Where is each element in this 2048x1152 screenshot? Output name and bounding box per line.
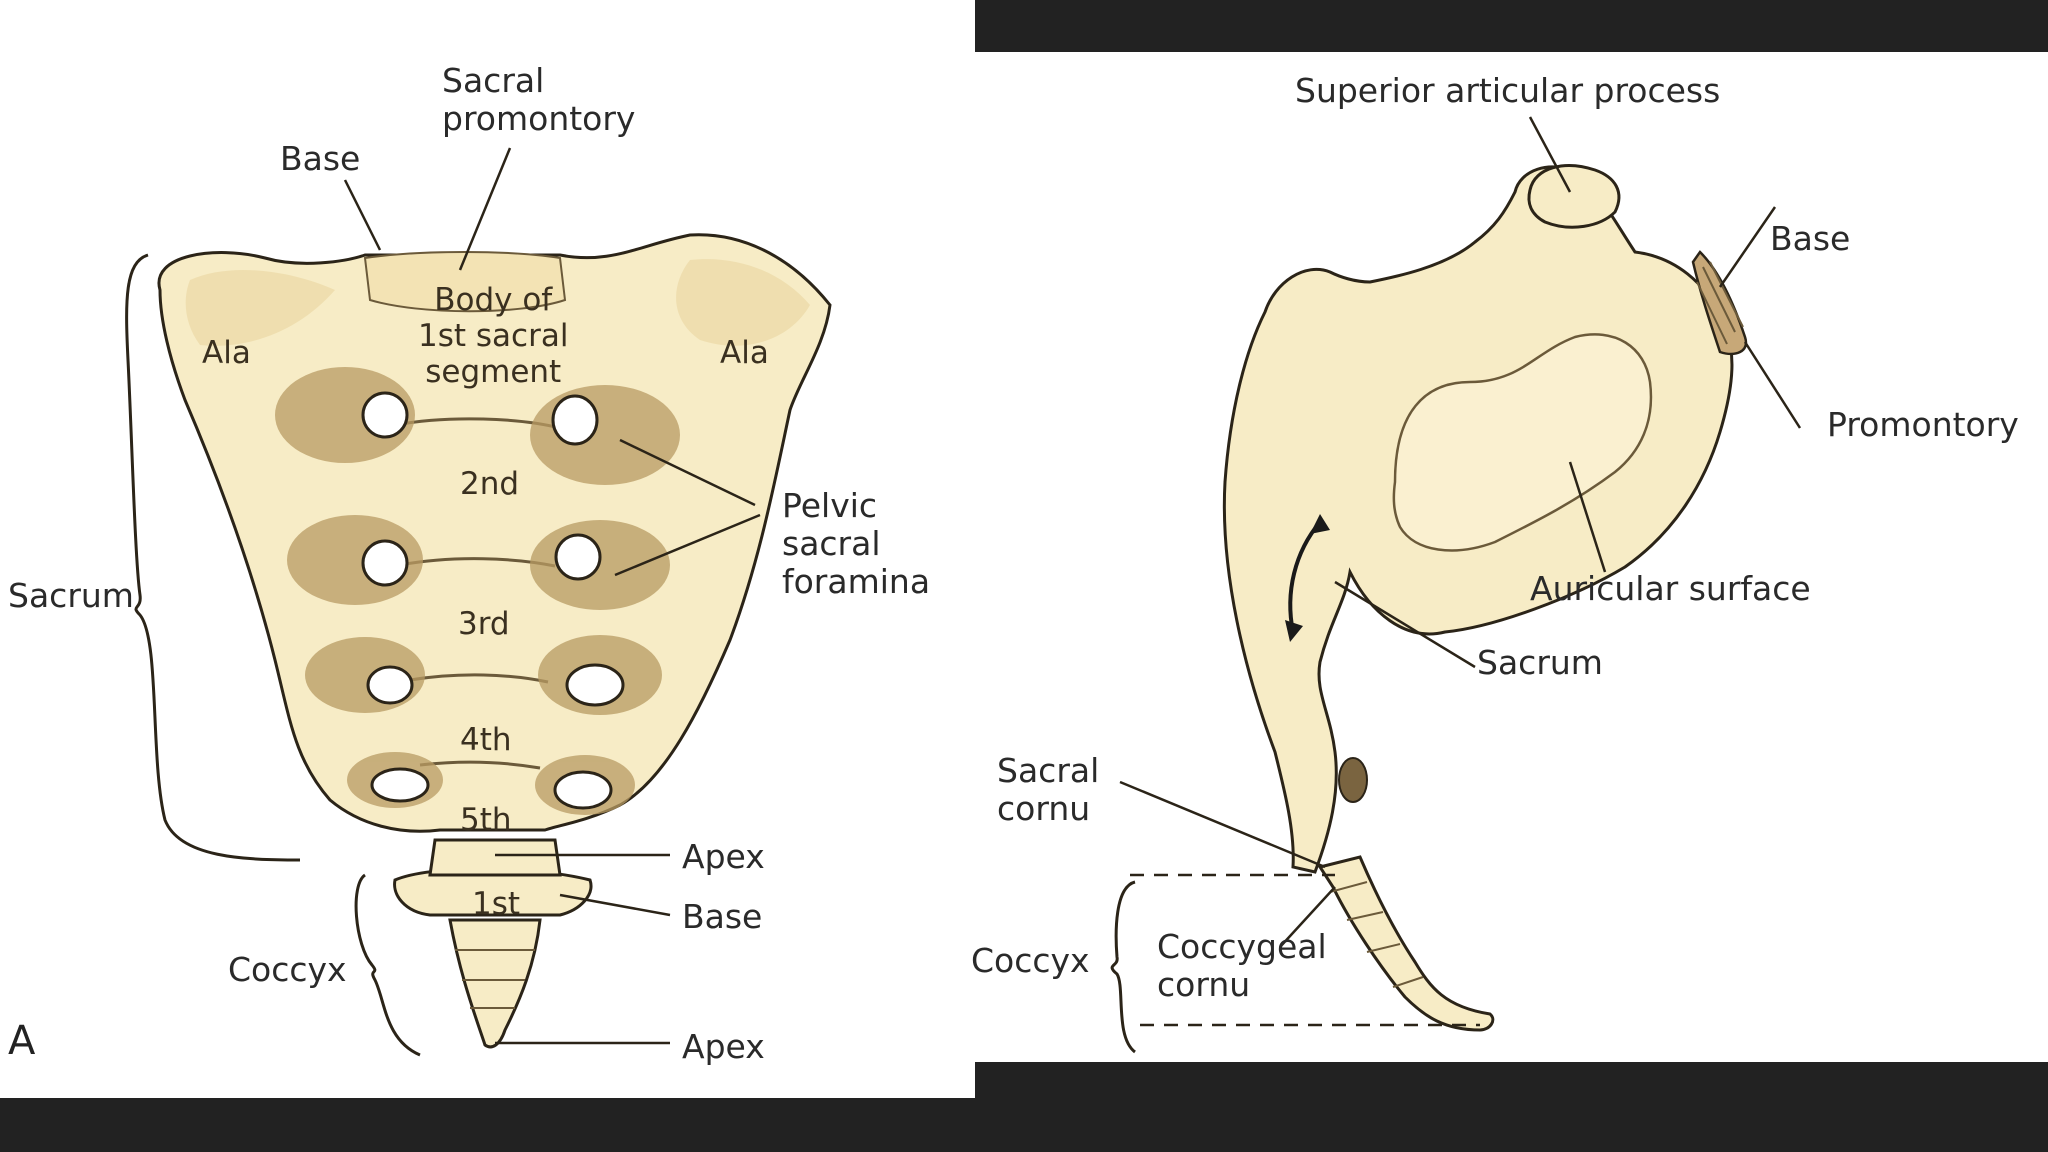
leader-foramina-2 xyxy=(614,513,761,577)
lateral-foramen xyxy=(1338,757,1368,803)
label-sacrum-right: Sacrum xyxy=(1477,643,1603,682)
leader-coccygeal-cornu xyxy=(1279,886,1336,948)
label-2nd: 2nd xyxy=(460,466,520,502)
sacrum-anterior-illustration xyxy=(125,147,832,1057)
label-apex-sacrum: Apex xyxy=(682,837,765,876)
auricular-surface xyxy=(1392,333,1653,552)
label-base-right: Base xyxy=(1770,219,1851,258)
segment-line-3 xyxy=(409,673,549,684)
label-auricular-surface: Auricular surface xyxy=(1530,569,1811,608)
lateral-view-panel: Superior articular process Base Promonto… xyxy=(971,52,2048,1062)
label-pelvic-sacral-foramina: Pelvic sacral foramina xyxy=(782,486,931,601)
leader-base-right xyxy=(1718,206,1777,288)
label-base-coccyx: Base xyxy=(682,897,763,936)
label-superior-articular-process: Superior articular process xyxy=(1295,71,1721,110)
label-coccyx-1st: 1st xyxy=(472,886,521,922)
label-coccygeal-cornu: Coccygeal cornu xyxy=(1157,927,1327,1004)
foramina-openings xyxy=(361,391,625,810)
label-sacral-promontory: Sacral promontory xyxy=(442,61,636,138)
label-base-top: Base xyxy=(280,139,361,178)
label-apex-coccyx: Apex xyxy=(682,1027,765,1066)
label-body-first-segment: Body of 1st sacral segment xyxy=(418,282,569,390)
leader-superior-articular xyxy=(1528,116,1572,193)
label-3rd: 3rd xyxy=(458,606,510,642)
anterior-view-panel: Sacral promontory Base Body of 1st sacra… xyxy=(0,0,975,1098)
leader-sacrum-right xyxy=(1334,580,1476,669)
pelvic-foramina xyxy=(275,367,680,815)
coccyx-neck xyxy=(428,838,562,877)
label-coccyx-right: Coccyx xyxy=(971,941,1090,980)
body-first-segment xyxy=(363,251,567,313)
leader-promontory-right xyxy=(1743,341,1802,429)
segment-line-4 xyxy=(419,760,541,770)
coccyx-brace xyxy=(354,873,421,1057)
label-5th: 5th xyxy=(460,802,512,838)
label-ala-right: Ala xyxy=(720,335,769,371)
leader-base-coccyx xyxy=(559,893,671,917)
sacrum-lateral-illustration xyxy=(1110,116,1802,1054)
label-sacral-cornu: Sacral cornu xyxy=(997,751,1100,828)
label-ala-left: Ala xyxy=(202,335,251,371)
label-sacrum: Sacrum xyxy=(8,576,134,615)
ala-right-shading xyxy=(676,259,810,346)
label-4th: 4th xyxy=(460,722,512,758)
superior-articular-process xyxy=(1527,164,1621,229)
label-promontory-right: Promontory xyxy=(1827,405,2019,444)
sacrum-brace xyxy=(125,253,301,862)
panel-letter: A xyxy=(8,1018,36,1064)
label-coccyx: Coccyx xyxy=(228,950,347,989)
coccyx-lower xyxy=(448,918,542,1049)
leader-base-top xyxy=(343,179,382,251)
coccyx-lateral xyxy=(1317,855,1495,1032)
ala-left-shading xyxy=(185,269,335,346)
coccyx-brace-right xyxy=(1110,880,1137,1054)
leader-auricular xyxy=(1568,461,1607,573)
leader-sacral-cornu xyxy=(1119,780,1326,869)
leader-promontory xyxy=(458,147,512,271)
leader-foramina-1 xyxy=(619,438,756,507)
